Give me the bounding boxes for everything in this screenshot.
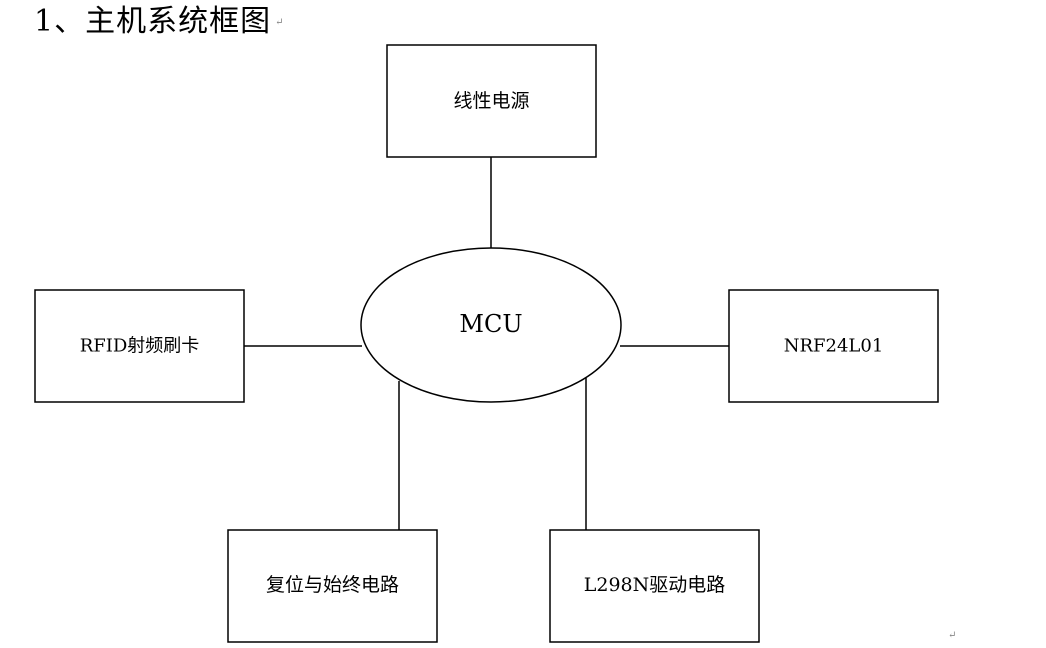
section-heading: 1、主机系统框图↵	[34, 2, 284, 43]
block-reset-clock-label: 复位与始终电路	[266, 574, 399, 596]
block-nrf24l01-label: NRF24L01	[784, 336, 884, 357]
end-paragraph-mark: ↵	[948, 630, 957, 641]
block-motor-driver-label: L298N驱动电路	[584, 574, 726, 596]
block-power: 线性电源	[386, 44, 597, 158]
block-rfid: RFID射频刷卡	[34, 289, 245, 403]
mcu-node: MCU	[360, 247, 622, 403]
block-power-label: 线性电源	[453, 90, 529, 112]
block-nrf24l01: NRF24L01	[728, 289, 939, 403]
block-motor-driver: L298N驱动电路	[549, 529, 760, 643]
block-rfid-label: RFID射频刷卡	[80, 336, 200, 357]
mcu-label: MCU	[459, 310, 522, 338]
section-heading-text: 1、主机系统框图	[34, 4, 272, 39]
paragraph-mark: ↵	[275, 17, 285, 28]
block-reset-clock: 复位与始终电路	[227, 529, 438, 643]
